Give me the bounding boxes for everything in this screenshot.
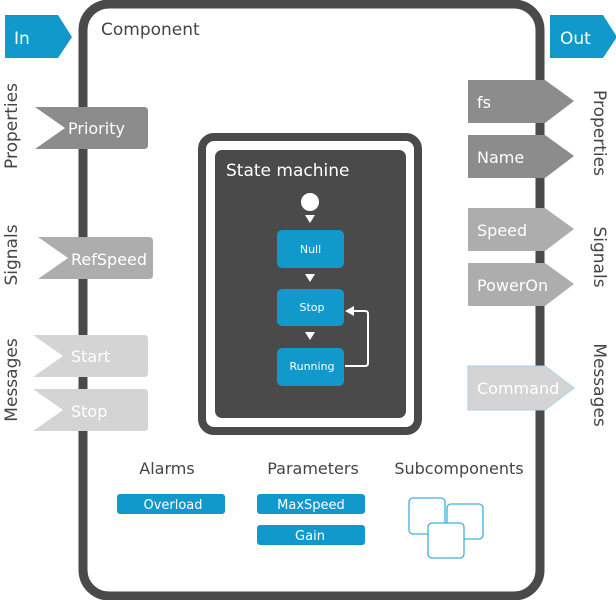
output-messages-label: Messages bbox=[589, 343, 609, 427]
output-flag-shape bbox=[467, 365, 575, 411]
stacked-squares-icon[interactable] bbox=[408, 497, 484, 559]
in-port-shape bbox=[5, 15, 72, 58]
output-message-command[interactable]: Command bbox=[467, 365, 575, 411]
alarm-overload[interactable]: Overload bbox=[117, 494, 225, 514]
parameter-maxspeed[interactable]: MaxSpeed bbox=[257, 494, 365, 514]
output-signal-label: PowerOn bbox=[477, 276, 548, 295]
parameter-gain[interactable]: Gain bbox=[257, 525, 365, 545]
parameter-label: Gain bbox=[295, 529, 325, 544]
subcomponents-title: Subcomponents bbox=[394, 459, 523, 478]
parameters-title: Parameters bbox=[267, 459, 359, 478]
output-properties-label: Properties bbox=[589, 90, 609, 176]
input-messages-label: Messages bbox=[2, 338, 22, 422]
initial-state-icon bbox=[301, 193, 319, 211]
input-flag-shape bbox=[35, 107, 148, 149]
output-signal-label: Speed bbox=[477, 221, 527, 240]
alarm-label: Overload bbox=[143, 498, 202, 513]
component-title: Component bbox=[101, 20, 200, 40]
input-flag-shape bbox=[33, 389, 148, 431]
parameter-chip bbox=[257, 494, 365, 514]
transition-arrow-icon bbox=[305, 274, 315, 282]
alarm-chip bbox=[117, 494, 225, 514]
alarms-title: Alarms bbox=[139, 459, 194, 478]
state-box bbox=[277, 348, 344, 386]
in-port-label: In bbox=[14, 29, 30, 49]
input-properties-label: Properties bbox=[2, 83, 22, 169]
out-port[interactable]: Out bbox=[550, 15, 616, 58]
output-signals-label: Signals bbox=[589, 226, 609, 287]
state-label: Stop bbox=[299, 301, 324, 314]
output-signal-poweron[interactable]: PowerOn bbox=[468, 263, 574, 306]
state-machine: State machine Null Stop Running bbox=[198, 133, 422, 435]
input-message-start[interactable]: Start bbox=[33, 335, 148, 377]
in-port[interactable]: In bbox=[5, 15, 72, 58]
state-box bbox=[277, 230, 344, 268]
parameter-label: MaxSpeed bbox=[277, 498, 345, 513]
output-signal-speed[interactable]: Speed bbox=[468, 208, 574, 251]
output-property-label: Name bbox=[477, 148, 524, 167]
output-property-label: fs bbox=[477, 93, 491, 112]
input-message-stop[interactable]: Stop bbox=[33, 389, 148, 431]
state-machine-panel bbox=[215, 150, 406, 418]
state-running[interactable]: Running bbox=[277, 348, 344, 386]
state-machine-title: State machine bbox=[226, 161, 349, 181]
output-message-label: Command bbox=[477, 379, 559, 398]
output-flag-shape bbox=[468, 208, 574, 251]
input-signal-label: RefSpeed bbox=[71, 250, 147, 269]
state-label: Null bbox=[300, 243, 321, 256]
state-null[interactable]: Null bbox=[277, 230, 344, 268]
output-property-name[interactable]: Name bbox=[468, 135, 574, 178]
output-flag-shape bbox=[468, 80, 574, 123]
transition-arrow-icon bbox=[305, 215, 315, 223]
input-message-label: Stop bbox=[71, 402, 107, 421]
input-property-priority[interactable]: Priority bbox=[35, 107, 148, 149]
input-signals-label: Signals bbox=[2, 224, 22, 285]
state-box bbox=[277, 289, 344, 326]
input-message-label: Start bbox=[71, 347, 110, 366]
loop-transition-line bbox=[345, 310, 369, 367]
input-flag-shape bbox=[38, 237, 153, 279]
out-port-label: Out bbox=[560, 29, 591, 49]
output-flag-shape bbox=[468, 263, 574, 306]
state-stop[interactable]: Stop bbox=[277, 289, 344, 326]
out-port-shape bbox=[550, 15, 616, 58]
loop-arrow-icon bbox=[345, 306, 354, 316]
transition-arrow-icon bbox=[305, 332, 315, 340]
output-property-fs[interactable]: fs bbox=[468, 80, 574, 123]
output-flag-shape bbox=[468, 135, 574, 178]
input-signal-refspeed[interactable]: RefSpeed bbox=[38, 237, 153, 279]
input-property-label: Priority bbox=[68, 119, 125, 138]
state-label: Running bbox=[289, 360, 334, 373]
input-flag-shape bbox=[33, 335, 148, 377]
parameter-chip bbox=[257, 525, 365, 545]
subcomponent-square bbox=[427, 522, 465, 559]
